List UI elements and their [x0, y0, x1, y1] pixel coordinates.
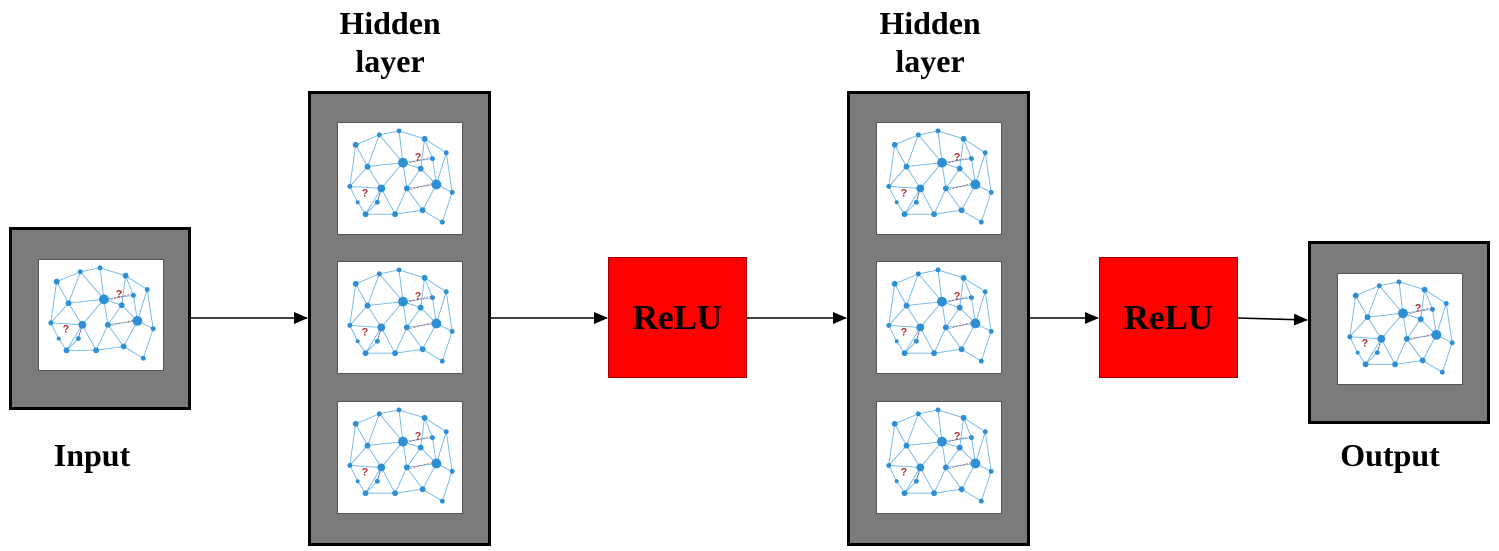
- svg-text:?: ?: [415, 291, 422, 303]
- network-icon: ??: [1337, 273, 1463, 385]
- hidden-layer-2-box: ?? ?? ??: [847, 91, 1030, 546]
- network-icon: ??: [337, 401, 463, 514]
- svg-text:?: ?: [63, 324, 70, 336]
- input-label: Input: [53, 437, 131, 473]
- svg-text:?: ?: [116, 288, 123, 300]
- svg-text:?: ?: [415, 152, 422, 164]
- output-box: ??: [1308, 241, 1490, 424]
- svg-text:?: ?: [362, 187, 369, 199]
- svg-text:?: ?: [901, 326, 908, 338]
- svg-text:?: ?: [901, 187, 908, 199]
- svg-text:?: ?: [901, 466, 908, 478]
- network-icon: ??: [38, 259, 164, 371]
- arrow-relu-2-to-output: [1237, 313, 1308, 326]
- input-box: ??: [9, 227, 191, 410]
- network-icon: ??: [337, 122, 463, 235]
- svg-text:?: ?: [362, 326, 369, 338]
- network-icon: ??: [876, 401, 1002, 514]
- network-icon: ??: [876, 122, 1002, 235]
- svg-text:?: ?: [954, 291, 961, 303]
- network-icon: ??: [337, 261, 463, 374]
- svg-text:?: ?: [954, 431, 961, 443]
- hidden-layer-1-box: ?? ?? ??: [308, 91, 491, 546]
- svg-text:?: ?: [1362, 338, 1369, 350]
- svg-text:?: ?: [954, 152, 961, 164]
- network-icon: ??: [876, 261, 1002, 374]
- relu-block-2: ReLU: [1099, 257, 1238, 378]
- svg-text:?: ?: [1415, 302, 1422, 314]
- svg-text:?: ?: [362, 466, 369, 478]
- hidden-layer-1-title: Hidden layer: [339, 5, 441, 79]
- svg-text:?: ?: [415, 431, 422, 443]
- output-label: Output: [1340, 437, 1440, 473]
- relu-block-1: ReLU: [608, 257, 747, 378]
- hidden-layer-2-title: Hidden layer: [879, 5, 981, 79]
